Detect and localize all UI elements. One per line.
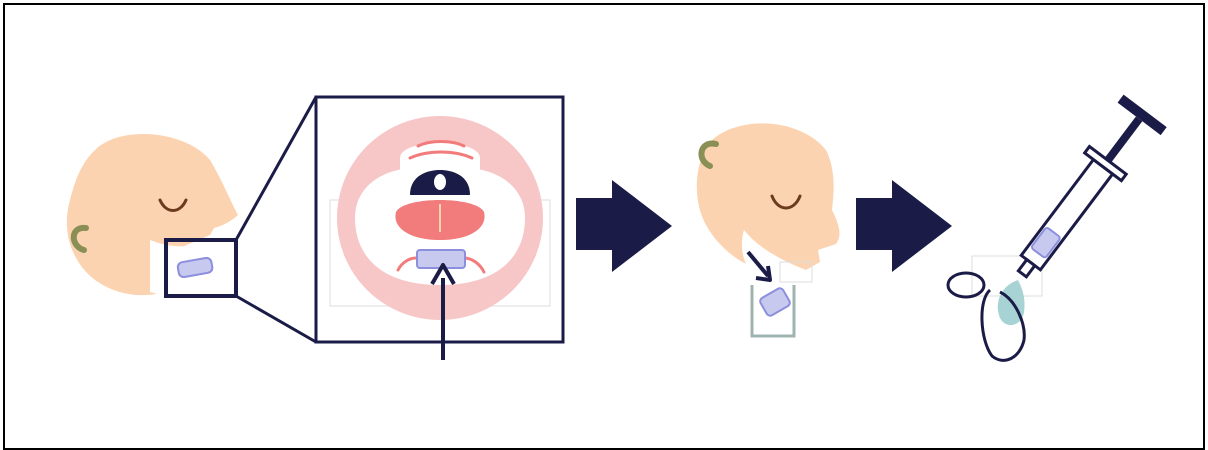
step-3-head-tube-icon bbox=[697, 123, 840, 336]
syringe-plunger-rod bbox=[1108, 119, 1139, 161]
arrow-right-icon-2 bbox=[856, 180, 952, 272]
cotton-roll-icon bbox=[759, 287, 792, 317]
arrow-right-icon-1 bbox=[576, 180, 672, 272]
syringe-barrel bbox=[1021, 160, 1112, 270]
step-2-mouth-panel bbox=[316, 97, 563, 360]
syringe-tip bbox=[1018, 260, 1034, 277]
zoom-line-bottom bbox=[236, 296, 316, 342]
uvula-icon bbox=[434, 174, 446, 190]
step-1-head-icon bbox=[67, 97, 316, 342]
step-4-syringe-icon bbox=[948, 95, 1167, 361]
bag-loop-icon bbox=[948, 273, 984, 297]
zoom-line-top bbox=[236, 97, 316, 240]
syringe-plunger-head bbox=[1118, 95, 1167, 135]
